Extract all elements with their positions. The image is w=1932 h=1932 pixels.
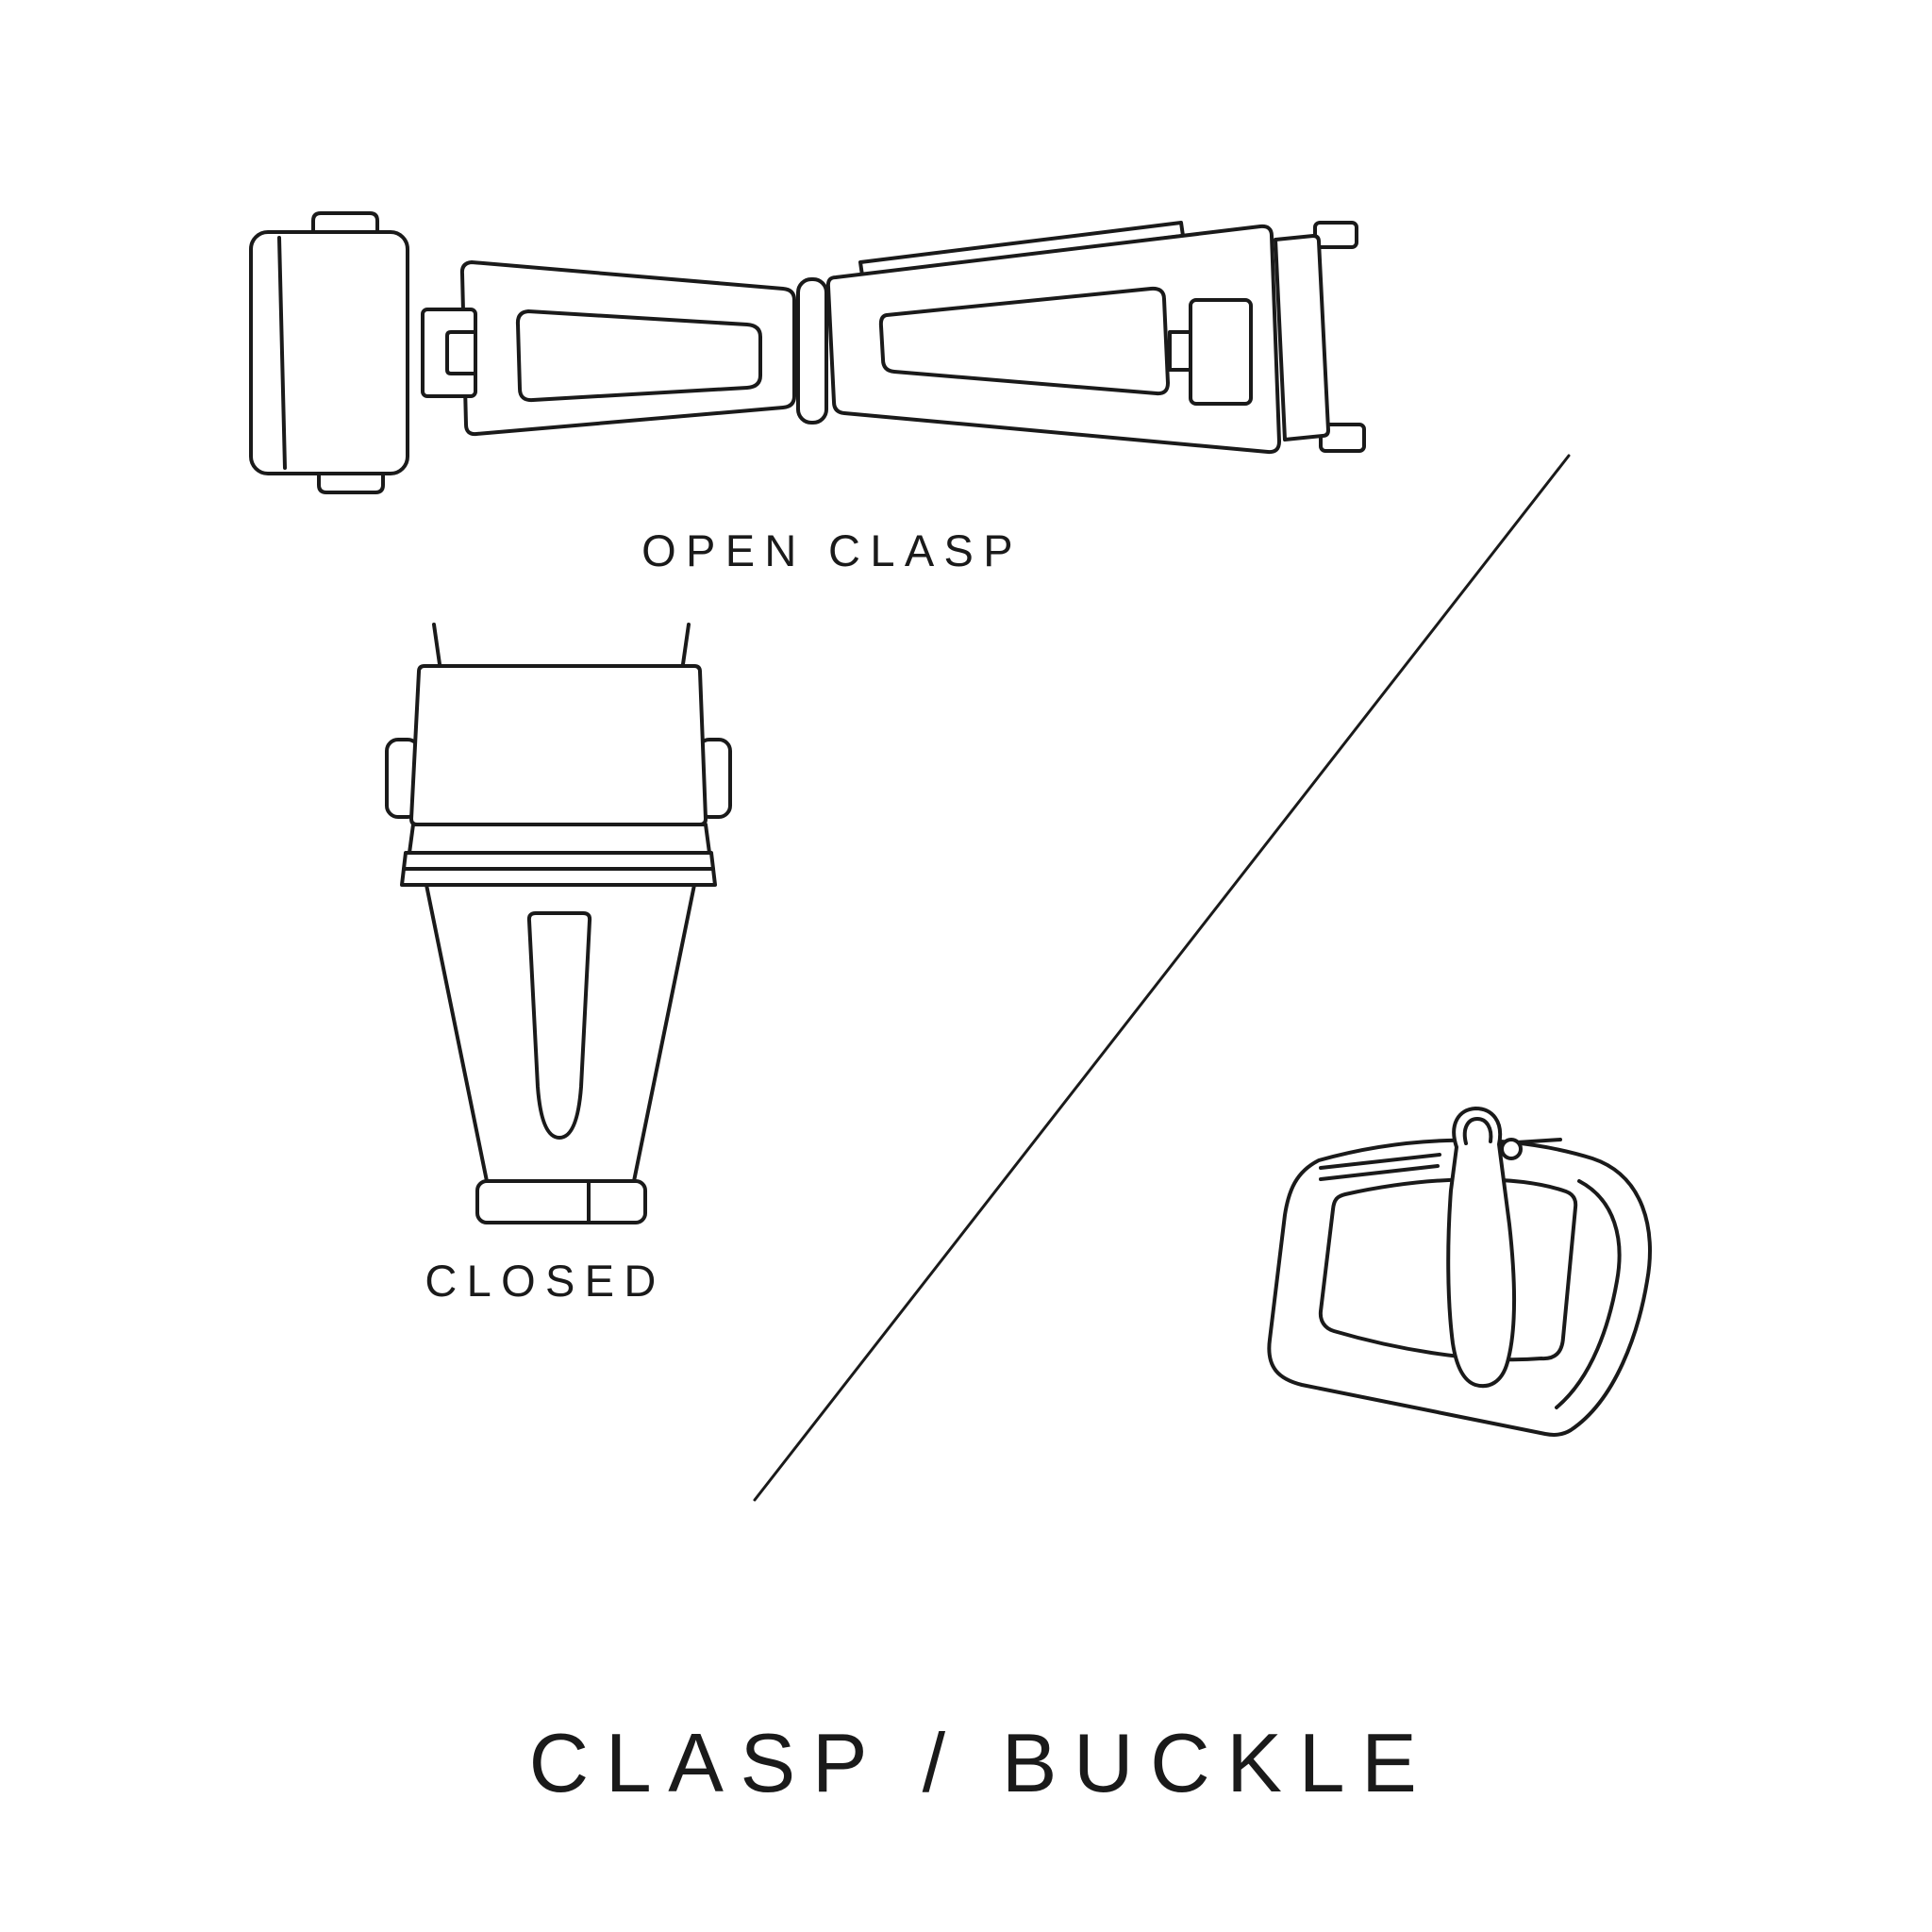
open-clasp-label: OPEN CLASP	[641, 525, 1023, 575]
closed-clasp-icon	[385, 623, 732, 1224]
pin-buckle-icon	[1267, 1107, 1652, 1437]
closed-clasp-label: CLOSED	[425, 1256, 666, 1306]
page-title: CLASP / BUCKLE	[528, 1716, 1434, 1809]
open-clasp-icon	[249, 211, 1366, 494]
divider-line	[753, 454, 1571, 1502]
